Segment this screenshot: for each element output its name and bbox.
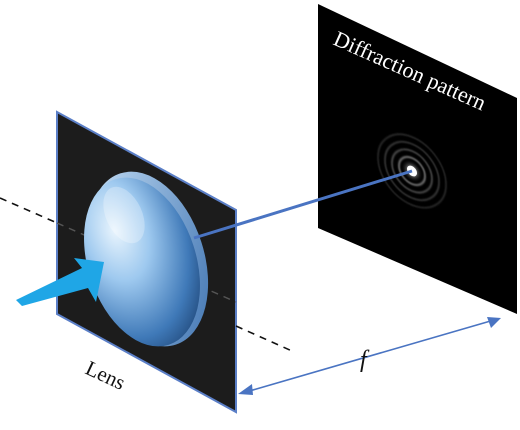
lens-label: Lens bbox=[82, 356, 129, 395]
lens-highlight bbox=[103, 186, 145, 244]
double-arrow-icon bbox=[238, 317, 501, 395]
focal-length-label: f bbox=[360, 347, 370, 373]
diffraction-screen bbox=[318, 4, 517, 314]
diffraction-pattern bbox=[377, 133, 447, 209]
lens-body bbox=[84, 177, 200, 347]
arrow-icon bbox=[16, 258, 104, 306]
focused-beam bbox=[193, 169, 413, 240]
optical-axis-right bbox=[235, 325, 293, 352]
